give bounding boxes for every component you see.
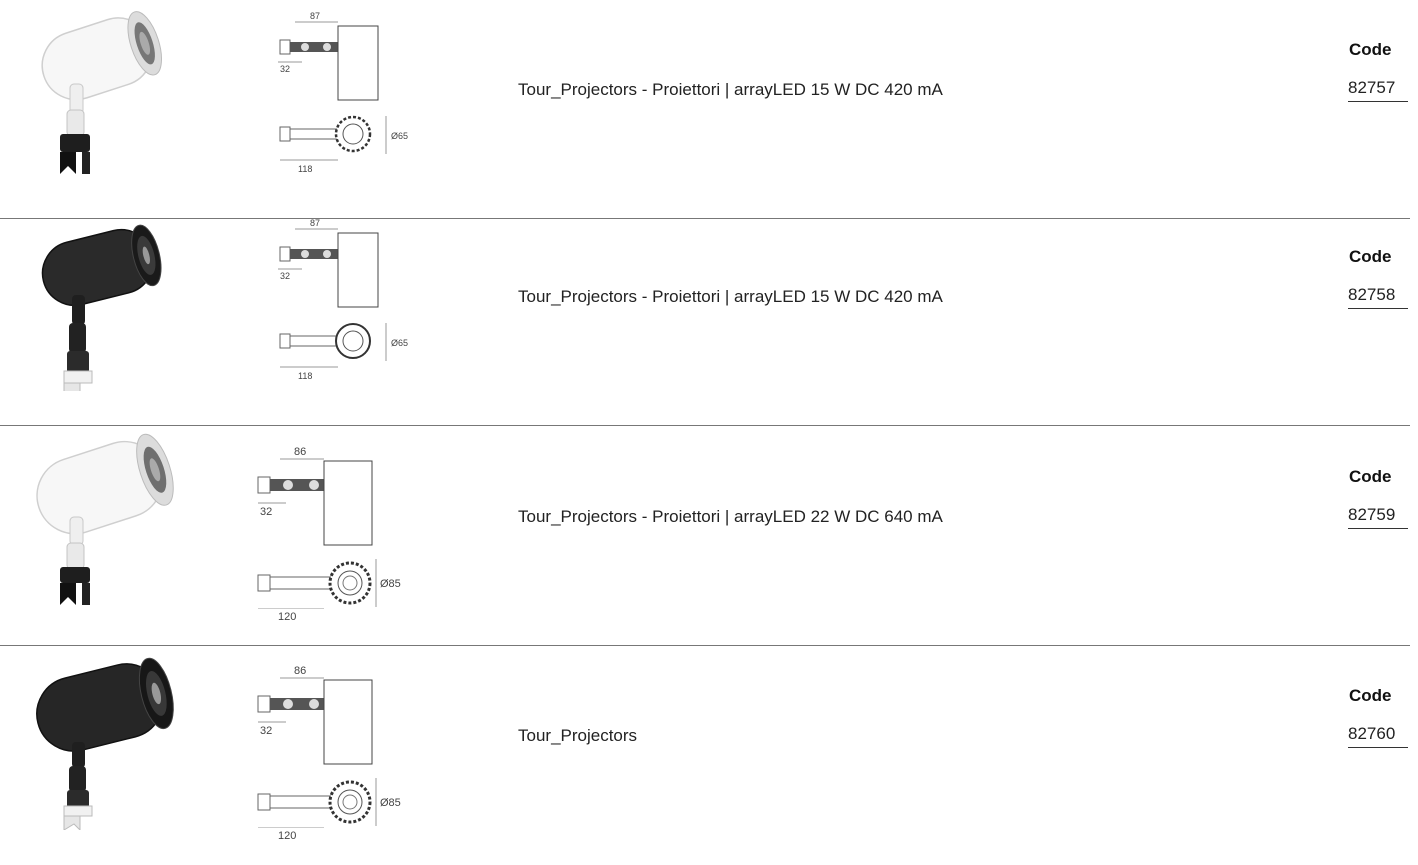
svg-text:Ø65: Ø65 — [391, 338, 408, 348]
svg-text:86: 86 — [294, 446, 306, 458]
product-photo-white — [36, 433, 174, 605]
svg-text:87: 87 — [310, 11, 320, 21]
dimension-drawing: 87 32 Ø65 118 — [278, 218, 408, 381]
code-label: Code — [1349, 247, 1392, 266]
product-row: 86 32 Ø85 Tour_Projectors Code 82760 120 — [0, 646, 1418, 865]
product-photo-white — [41, 11, 162, 174]
dimension-drawing: 86 32 Ø85 — [257, 446, 401, 609]
product-code-link[interactable]: 82760 — [1348, 724, 1408, 748]
product-description: Tour_Projectors — [518, 726, 638, 745]
svg-text:118: 118 — [298, 164, 312, 174]
dimension-depth: 120 — [278, 830, 297, 842]
product-description: Tour_Projectors - Proiettori | arrayLED … — [518, 507, 943, 526]
dimension-depth: 120 — [278, 611, 297, 623]
code-label: Code — [1349, 40, 1392, 59]
code-label: Code — [1349, 467, 1392, 486]
row-divider — [0, 425, 1410, 426]
row-divider — [0, 218, 1410, 219]
product-photo-black — [41, 224, 162, 391]
product-code-link[interactable]: 82759 — [1348, 505, 1408, 529]
svg-text:Ø85: Ø85 — [380, 578, 401, 590]
svg-text:32: 32 — [280, 271, 290, 281]
product-description: Tour_Projectors - Proiettori | arrayLED … — [518, 287, 943, 306]
product-row: 87 32 Ø65 118 Tour_Projectors - Proietto… — [0, 207, 1418, 426]
product-description: Tour_Projectors - Proiettori | arrayLED … — [518, 80, 943, 99]
dimension-drawing: 86 32 Ø85 — [257, 665, 401, 828]
product-code-link[interactable]: 82758 — [1348, 285, 1408, 309]
svg-text:118: 118 — [298, 371, 312, 381]
product-code-link[interactable]: 82757 — [1348, 78, 1408, 102]
svg-text:32: 32 — [260, 506, 272, 518]
code-label: Code — [1349, 686, 1392, 705]
svg-text:87: 87 — [310, 218, 320, 228]
svg-text:86: 86 — [294, 665, 306, 677]
product-row: 87 32 Ø65 118 Tour_Projectors - Proietto… — [0, 0, 1418, 219]
svg-text:32: 32 — [260, 725, 272, 737]
dimension-drawing: 87 32 Ø65 118 — [278, 11, 408, 174]
svg-text:Ø65: Ø65 — [391, 131, 408, 141]
product-photo-black — [36, 657, 174, 830]
row-divider — [0, 645, 1410, 646]
svg-text:Ø85: Ø85 — [380, 797, 401, 809]
svg-text:32: 32 — [280, 64, 290, 74]
product-row: 86 32 Ø85 Tour_Projectors - Proiettori |… — [0, 427, 1418, 646]
